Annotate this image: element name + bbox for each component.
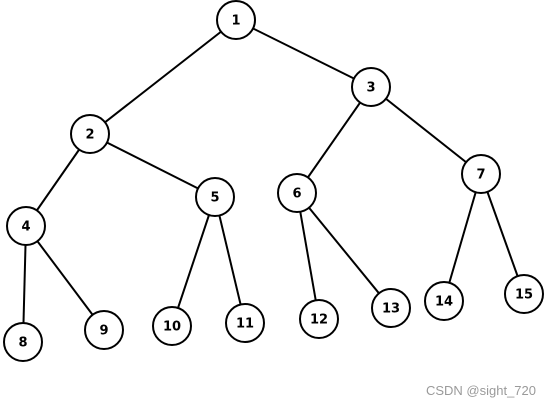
node-circle [504, 274, 544, 314]
node-label: 15 [515, 288, 533, 303]
node-circle [70, 114, 110, 154]
node-label: 3 [366, 81, 375, 96]
node-3: 3 [351, 67, 391, 107]
edge-7-14 [443, 173, 482, 302]
node-2: 2 [70, 114, 110, 154]
node-label: 12 [310, 313, 328, 328]
node-circle [152, 306, 192, 346]
node-circle [216, 0, 256, 40]
tree-edges [22, 19, 525, 343]
node-label: 8 [18, 336, 27, 351]
node-label: 9 [99, 324, 108, 339]
node-5: 5 [195, 177, 235, 217]
node-13: 13 [371, 288, 411, 328]
edge-7-15 [480, 173, 525, 295]
edge-6-13 [296, 192, 392, 309]
node-circle [6, 206, 46, 246]
edge-1-2 [89, 19, 237, 135]
node-label: 14 [435, 295, 453, 310]
node-11: 11 [225, 303, 265, 343]
node-circle [371, 288, 411, 328]
node-12: 12 [299, 299, 339, 339]
edge-5-11 [214, 196, 246, 324]
node-circle [424, 281, 464, 321]
watermark-text: CSDN @sight_720 [425, 383, 536, 398]
node-label: 13 [382, 302, 400, 317]
node-label: 1 [231, 14, 240, 29]
edge-4-9 [25, 225, 105, 331]
node-4: 4 [6, 206, 46, 246]
node-label: 7 [476, 168, 485, 183]
node-label: 2 [85, 128, 94, 143]
node-circle [84, 310, 124, 350]
node-circle [225, 303, 265, 343]
node-1: 1 [216, 0, 256, 40]
node-circle [461, 154, 501, 194]
node-label: 10 [163, 320, 181, 335]
node-circle [299, 299, 339, 339]
node-10: 10 [152, 306, 192, 346]
node-8: 8 [3, 322, 43, 362]
node-circle [351, 67, 391, 107]
node-circle [195, 177, 235, 217]
node-circle [3, 322, 43, 362]
edge-3-7 [370, 86, 482, 175]
node-label: 11 [236, 317, 254, 332]
node-label: 4 [21, 220, 30, 235]
node-label: 5 [210, 191, 219, 206]
node-14: 14 [424, 281, 464, 321]
node-15: 15 [504, 274, 544, 314]
edge-2-5 [89, 133, 216, 198]
edge-3-6 [296, 86, 372, 194]
node-6: 6 [277, 173, 317, 213]
edge-5-10 [171, 196, 216, 327]
node-9: 9 [84, 310, 124, 350]
edge-6-12 [296, 192, 320, 320]
node-label: 6 [292, 187, 301, 202]
edge-1-3 [235, 19, 372, 88]
node-7: 7 [461, 154, 501, 194]
node-circle [277, 173, 317, 213]
